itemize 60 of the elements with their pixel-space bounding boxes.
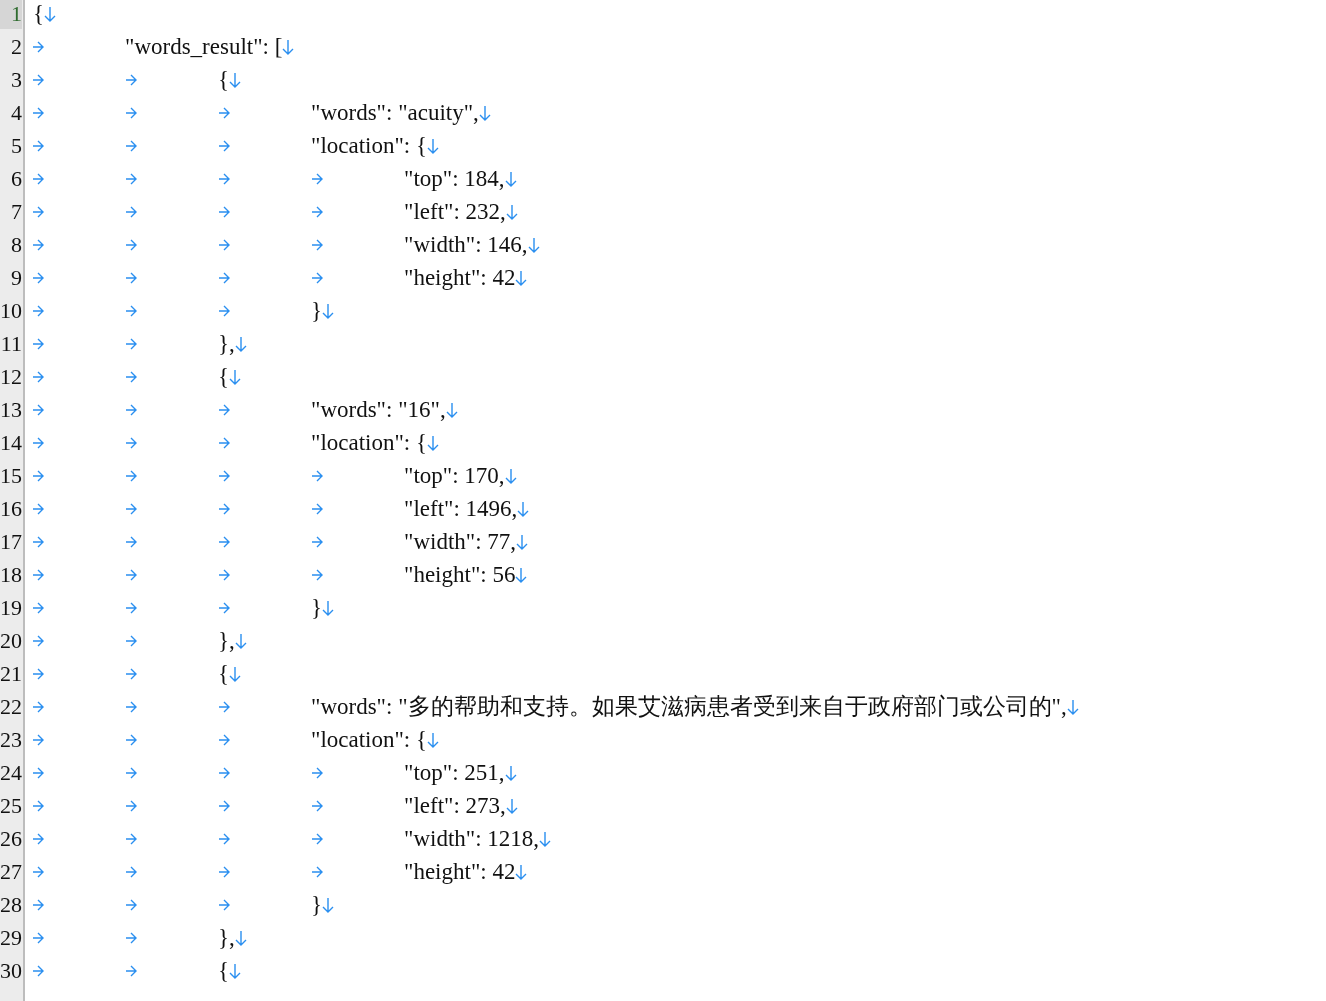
- code-line: {: [218, 660, 230, 688]
- line-number: 7: [10, 198, 22, 226]
- code-line: {: [218, 957, 230, 985]
- line-number: 23: [0, 726, 22, 754]
- code-line: "height": 42: [404, 264, 516, 292]
- line-number: 2: [10, 33, 22, 61]
- code-line: "height": 42: [404, 858, 516, 886]
- code-line: "location": {: [311, 132, 428, 160]
- code-line: "location": {: [311, 726, 428, 754]
- line-number: 18: [0, 561, 22, 589]
- line-number: 3: [10, 66, 22, 94]
- code-line: "words_result": [: [125, 33, 283, 61]
- code-line: }: [311, 594, 323, 622]
- code-line: "width": 146,: [404, 231, 528, 259]
- line-number: 8: [10, 231, 22, 259]
- line-number: 21: [0, 660, 22, 688]
- line-number: 6: [10, 165, 22, 193]
- code-line: "words": "多的帮助和支持。如果艾滋病患者受到来自于政府部门或公司的",: [311, 693, 1067, 721]
- line-number: 15: [0, 462, 22, 490]
- code-line: "left": 232,: [404, 198, 506, 226]
- code-line: },: [218, 924, 235, 952]
- code-line: "words": "16",: [311, 396, 446, 424]
- line-number: 25: [0, 792, 22, 820]
- code-line: "top": 170,: [404, 462, 505, 490]
- code-line: "width": 77,: [404, 528, 517, 556]
- line-number: 11: [0, 330, 22, 358]
- line-number: 24: [0, 759, 22, 787]
- line-number: 29: [0, 924, 22, 952]
- line-number: 20: [0, 627, 22, 655]
- code-line: }: [311, 891, 323, 919]
- code-line: },: [218, 330, 235, 358]
- line-number: 27: [0, 858, 22, 886]
- line-number: 30: [0, 957, 22, 985]
- line-number: 1: [0, 0, 22, 29]
- line-number: 10: [0, 297, 22, 325]
- line-number: 16: [0, 495, 22, 523]
- code-line: "top": 251,: [404, 759, 505, 787]
- code-line: }: [311, 297, 323, 325]
- code-line: {: [218, 363, 230, 391]
- code-line: },: [218, 627, 235, 655]
- line-number: 17: [0, 528, 22, 556]
- code-line: "left": 1496,: [404, 495, 518, 523]
- line-number: 19: [0, 594, 22, 622]
- line-number: 14: [0, 429, 22, 457]
- line-number: 22: [0, 693, 22, 721]
- code-line: "left": 273,: [404, 792, 506, 820]
- line-number: 12: [0, 363, 22, 391]
- line-number: 13: [0, 396, 22, 424]
- code-line: {: [33, 0, 45, 28]
- code-line: "width": 1218,: [404, 825, 540, 853]
- code-line: "location": {: [311, 429, 428, 457]
- code-line: {: [218, 66, 230, 94]
- code-line: "top": 184,: [404, 165, 505, 193]
- code-line: "height": 56: [404, 561, 516, 589]
- line-number: 4: [10, 99, 22, 127]
- line-number: 9: [10, 264, 22, 292]
- code-line: "words": "acuity",: [311, 99, 479, 127]
- line-number: 5: [10, 132, 22, 160]
- line-number: 26: [0, 825, 22, 853]
- line-number: 28: [0, 891, 22, 919]
